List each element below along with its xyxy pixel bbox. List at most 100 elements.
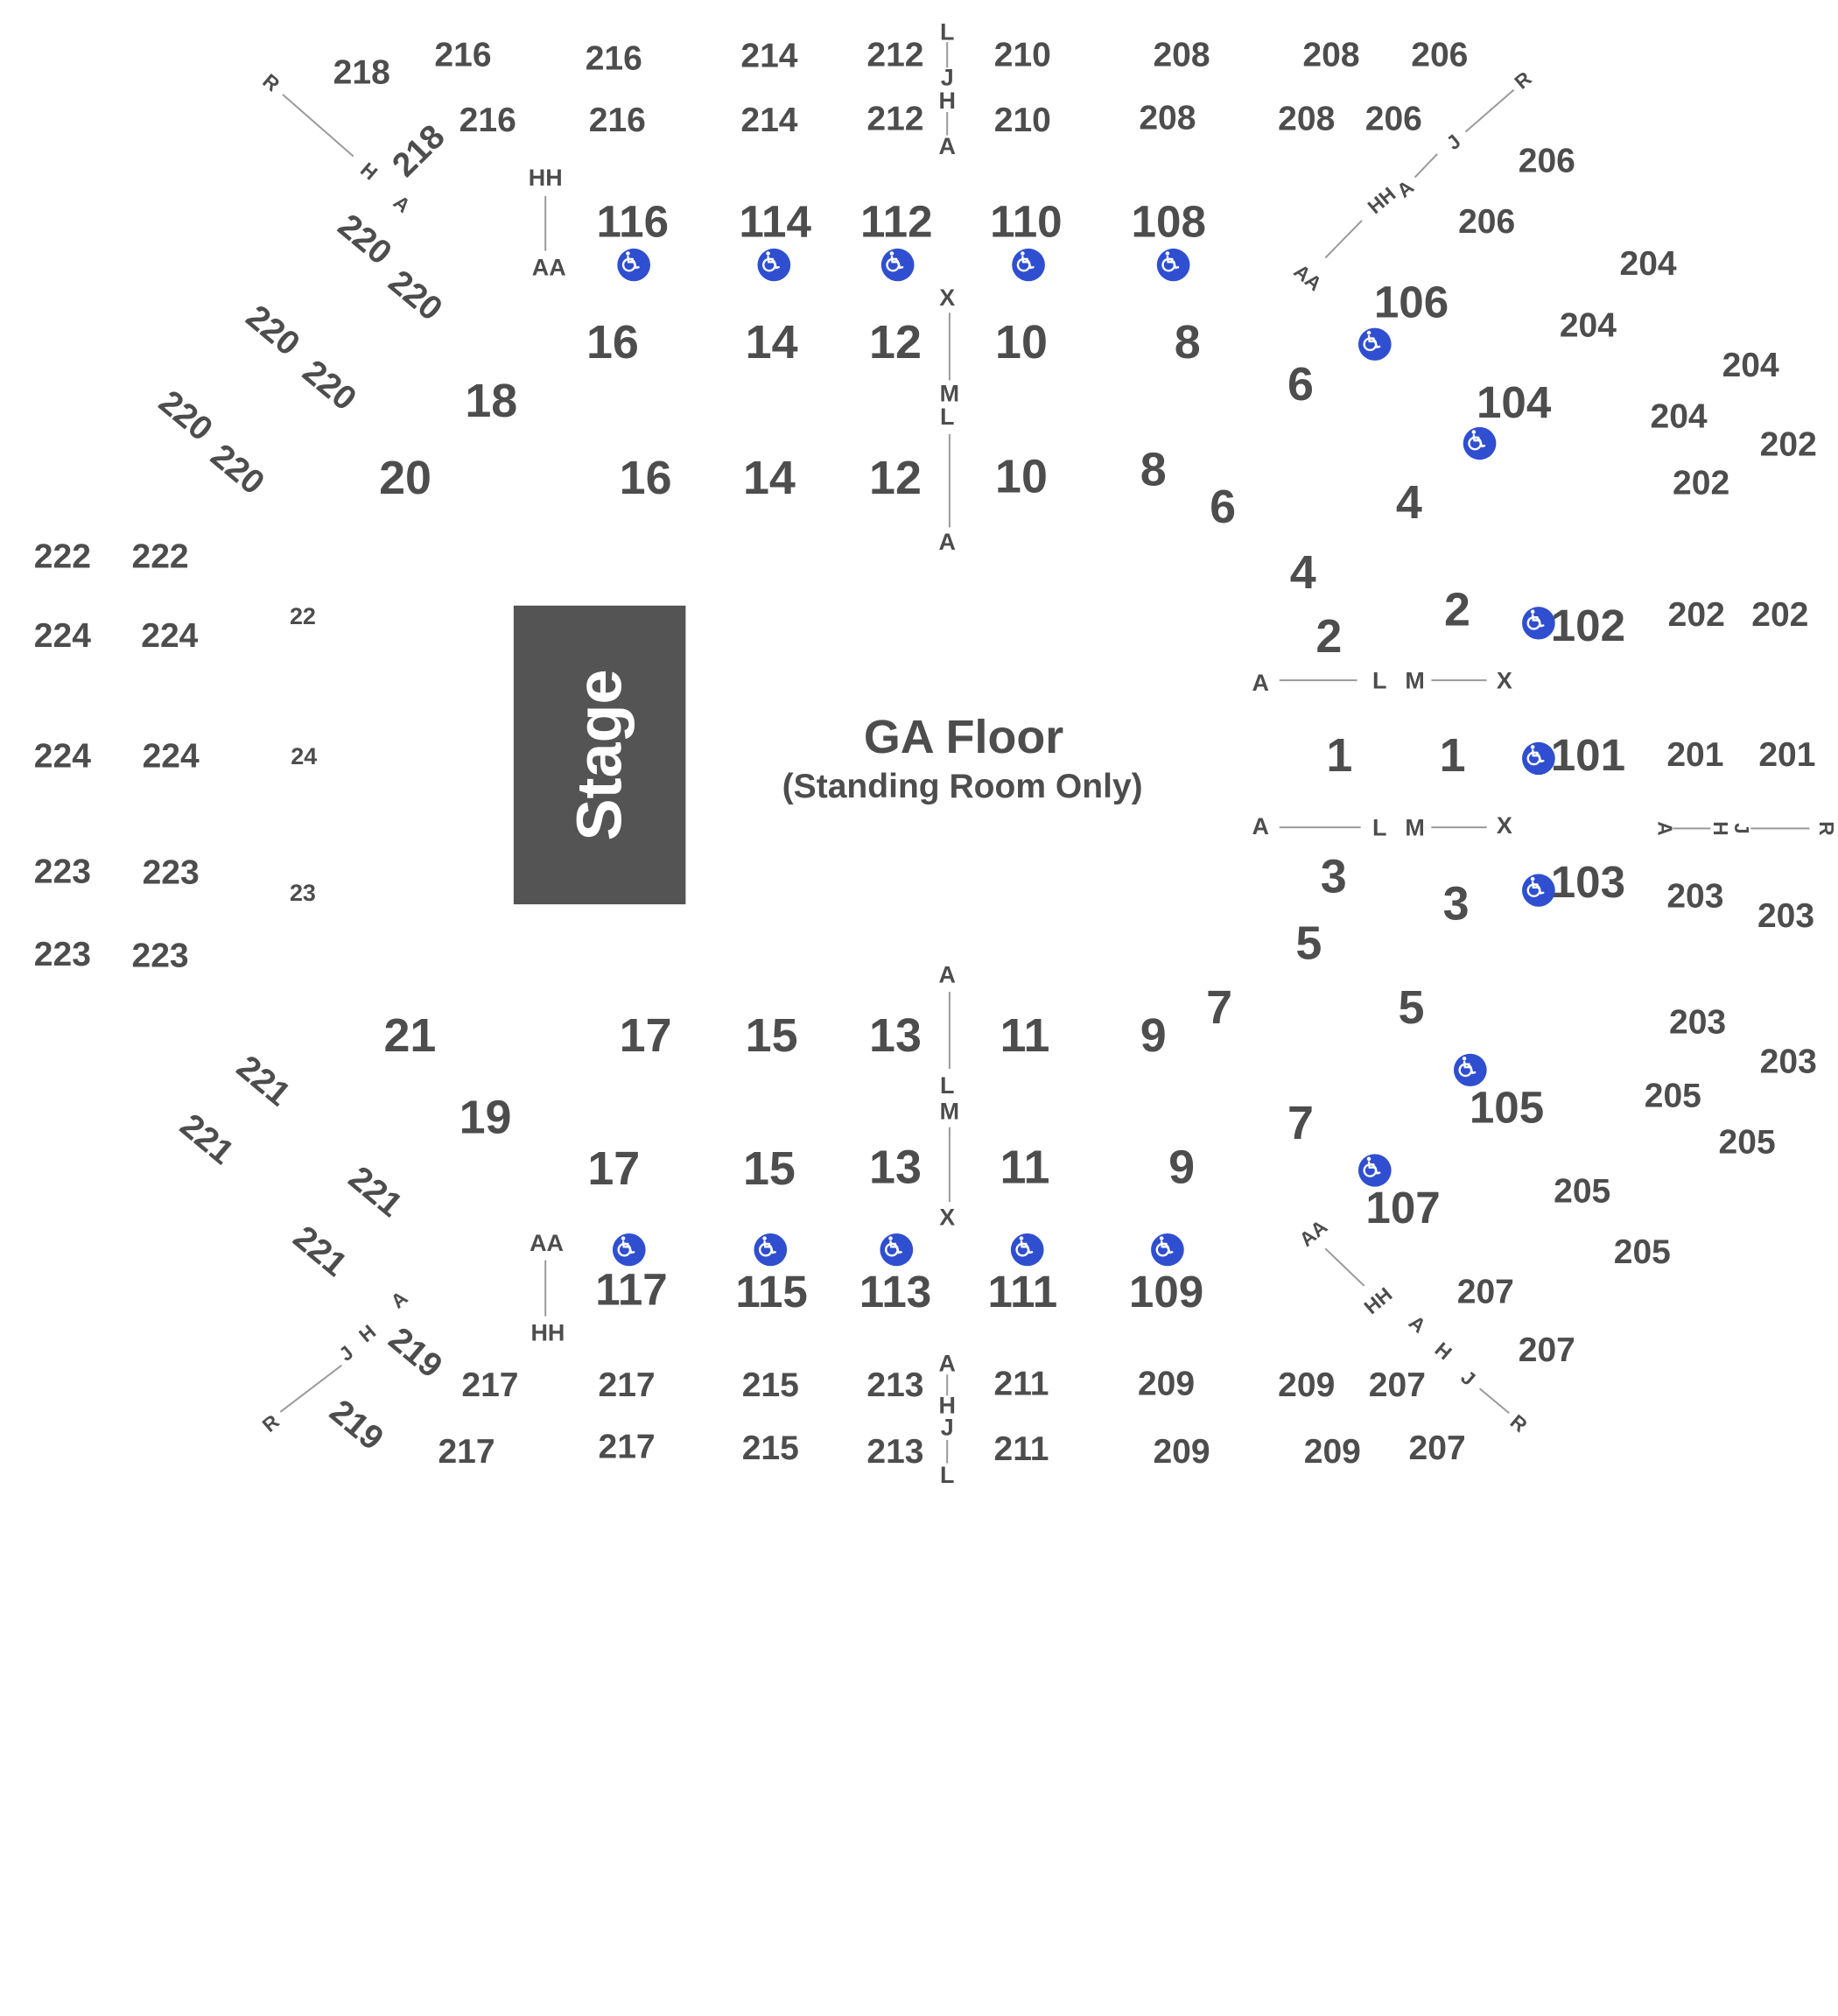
- side-section-22[interactable]: 22: [289, 604, 316, 630]
- floor-section-12[interactable]: 12: [869, 317, 922, 369]
- floor-section-20[interactable]: 20: [379, 453, 431, 504]
- section-211[interactable]: 211: [993, 1430, 1049, 1469]
- floor-section-5[interactable]: 5: [1295, 918, 1322, 970]
- section-107[interactable]: 107: [1365, 1184, 1441, 1233]
- section-103[interactable]: 103: [1550, 859, 1626, 909]
- section-112[interactable]: 112: [860, 198, 933, 248]
- section-201[interactable]: 201: [1666, 736, 1724, 775]
- section-203[interactable]: 203: [1666, 878, 1724, 916]
- floor-section-3[interactable]: 3: [1442, 878, 1470, 931]
- floor-section-4[interactable]: 4: [1395, 477, 1422, 529]
- floor-section-16[interactable]: 16: [586, 317, 639, 369]
- floor-section-9[interactable]: 9: [1168, 1142, 1196, 1194]
- section-208[interactable]: 208: [1153, 36, 1210, 74]
- section-208[interactable]: 208: [1139, 99, 1196, 137]
- section-223[interactable]: 223: [142, 854, 200, 893]
- section-213[interactable]: 213: [866, 1366, 924, 1405]
- section-223[interactable]: 223: [33, 853, 91, 891]
- section-202[interactable]: 202: [1759, 426, 1817, 464]
- section-115[interactable]: 115: [735, 1268, 808, 1317]
- section-116[interactable]: 116: [596, 198, 670, 248]
- section-203[interactable]: 203: [1759, 1043, 1817, 1082]
- section-114[interactable]: 114: [739, 198, 811, 248]
- floor-section-5[interactable]: 5: [1398, 982, 1425, 1035]
- floor-section-12[interactable]: 12: [869, 453, 922, 504]
- section-102[interactable]: 102: [1550, 601, 1626, 651]
- section-109[interactable]: 109: [1128, 1268, 1204, 1317]
- section-217[interactable]: 217: [598, 1429, 656, 1466]
- section-206[interactable]: 206: [1411, 36, 1469, 74]
- floor-section-19[interactable]: 19: [459, 1092, 512, 1144]
- floor-section-10[interactable]: 10: [995, 317, 1048, 369]
- section-216[interactable]: 216: [585, 39, 642, 78]
- floor-section-8[interactable]: 8: [1140, 444, 1167, 496]
- section-207[interactable]: 207: [1368, 1366, 1426, 1405]
- section-214[interactable]: 214: [740, 38, 798, 75]
- section-212[interactable]: 212: [866, 36, 924, 74]
- section-213[interactable]: 213: [866, 1433, 924, 1472]
- floor-section-1[interactable]: 1: [1439, 730, 1466, 783]
- section-215[interactable]: 215: [741, 1366, 799, 1405]
- section-202[interactable]: 202: [1751, 596, 1809, 635]
- section-106[interactable]: 106: [1373, 278, 1449, 328]
- section-216[interactable]: 216: [434, 36, 492, 74]
- section-224[interactable]: 224: [141, 617, 199, 656]
- floor-section-1[interactable]: 1: [1326, 730, 1353, 783]
- section-216[interactable]: 216: [588, 102, 646, 140]
- floor-section-21[interactable]: 21: [383, 1010, 437, 1063]
- section-204[interactable]: 204: [1619, 245, 1677, 284]
- section-204[interactable]: 204: [1722, 347, 1779, 385]
- section-209[interactable]: 209: [1153, 1433, 1210, 1472]
- floor-section-3[interactable]: 3: [1320, 852, 1347, 903]
- floor-section-15[interactable]: 15: [745, 1010, 798, 1063]
- floor-section-14[interactable]: 14: [742, 453, 796, 504]
- section-223[interactable]: 223: [131, 938, 189, 975]
- section-222[interactable]: 222: [33, 538, 91, 576]
- floor-section-4[interactable]: 4: [1289, 547, 1316, 599]
- floor-section-7[interactable]: 7: [1206, 982, 1233, 1035]
- section-224[interactable]: 224: [33, 617, 91, 656]
- section-215[interactable]: 215: [741, 1429, 799, 1468]
- section-216[interactable]: 216: [459, 102, 516, 140]
- floor-section-2[interactable]: 2: [1315, 611, 1343, 664]
- floor-section-15[interactable]: 15: [742, 1143, 796, 1195]
- section-217[interactable]: 217: [461, 1366, 519, 1405]
- section-205[interactable]: 205: [1554, 1173, 1611, 1211]
- section-217[interactable]: 217: [598, 1366, 656, 1405]
- floor-section-8[interactable]: 8: [1174, 317, 1201, 369]
- section-208[interactable]: 208: [1278, 101, 1336, 138]
- section-117[interactable]: 117: [595, 1266, 668, 1316]
- section-204[interactable]: 204: [1650, 398, 1708, 436]
- section-104[interactable]: 104: [1476, 379, 1552, 429]
- section-108[interactable]: 108: [1131, 198, 1206, 248]
- section-212[interactable]: 212: [866, 101, 924, 138]
- section-205[interactable]: 205: [1644, 1078, 1701, 1115]
- section-209[interactable]: 209: [1278, 1366, 1336, 1405]
- floor-section-2[interactable]: 2: [1444, 584, 1470, 636]
- section-210[interactable]: 210: [993, 36, 1051, 74]
- floor-section-14[interactable]: 14: [745, 317, 798, 369]
- floor-section-11[interactable]: 11: [1000, 1142, 1050, 1194]
- section-208[interactable]: 208: [1302, 36, 1360, 74]
- section-206[interactable]: 206: [1458, 203, 1516, 242]
- section-203[interactable]: 203: [1669, 1004, 1727, 1042]
- section-113[interactable]: 113: [859, 1268, 932, 1317]
- floor-section-13[interactable]: 13: [869, 1142, 922, 1194]
- section-207[interactable]: 207: [1456, 1273, 1514, 1311]
- section-211[interactable]: 211: [993, 1366, 1049, 1403]
- section-207[interactable]: 207: [1518, 1331, 1575, 1370]
- section-214[interactable]: 214: [740, 102, 798, 140]
- section-202[interactable]: 202: [1673, 465, 1730, 502]
- section-224[interactable]: 224: [33, 738, 91, 776]
- section-224[interactable]: 224: [142, 738, 200, 776]
- section-222[interactable]: 222: [131, 538, 189, 576]
- floor-section-7[interactable]: 7: [1287, 1098, 1314, 1150]
- floor-section-17[interactable]: 17: [619, 1010, 672, 1063]
- section-223[interactable]: 223: [33, 936, 91, 974]
- section-218[interactable]: 218: [333, 53, 390, 92]
- floor-section-6[interactable]: 6: [1210, 481, 1237, 534]
- section-209[interactable]: 209: [1303, 1433, 1361, 1472]
- section-111[interactable]: 111: [987, 1268, 1058, 1317]
- section-217[interactable]: 217: [438, 1433, 495, 1472]
- floor-section-6[interactable]: 6: [1287, 359, 1314, 411]
